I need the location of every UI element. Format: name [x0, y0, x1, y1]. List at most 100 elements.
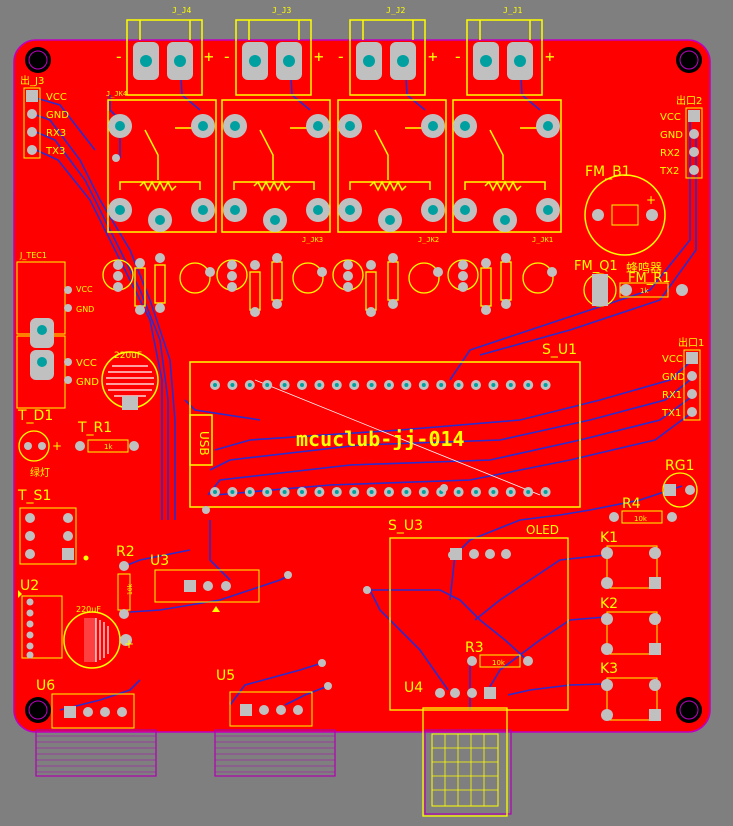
buzzer: + FM_B1: [584, 164, 666, 256]
mcu-pin-hole: [334, 383, 339, 387]
right-mid-pin-vcc: VCC: [662, 354, 683, 365]
label-lamp: 绿灯: [30, 466, 50, 479]
label-u2: U2: [20, 578, 39, 594]
mcu-pin-hole: [421, 490, 426, 494]
tec-connector: J_TEC1 VCC GND VCC GND: [16, 251, 99, 409]
label-u5: U5: [216, 668, 235, 684]
value-fm-r1: 1k: [640, 287, 649, 295]
left-pin-vcc: VCC: [46, 92, 67, 103]
mcu-pin-hole: [230, 490, 235, 494]
mcu-pin-hole: [247, 490, 252, 494]
mcu-pin-hole: [213, 383, 217, 387]
mcu-pin-hole: [317, 490, 322, 494]
right-top-pin-tx2: TX2: [659, 166, 679, 177]
tec-gnd-small: GND: [76, 305, 94, 314]
label-s-u1: S_U1: [542, 342, 577, 358]
mcu-pin-hole: [526, 383, 531, 387]
cap-c1-value: 220uF: [114, 351, 142, 361]
plus-j4: +: [204, 47, 214, 66]
board-outline: [13, 39, 711, 733]
resistor-r2: R2 10k: [116, 544, 135, 619]
mcu-pin-hole: [491, 490, 496, 494]
label-right-top-port: 出口2: [676, 94, 702, 107]
value-r2: 10k: [127, 583, 134, 595]
label-j1: J_J1: [503, 6, 522, 15]
left-port: 出_J3 VCC GND RX3 TX3: [20, 74, 69, 159]
mcu-pin-hole: [508, 383, 513, 387]
module-u6: U6: [36, 678, 135, 729]
sensor-rg1: RG1: [662, 458, 698, 508]
mcu-pin-hole: [491, 383, 496, 387]
label-j4: J_J4: [172, 6, 191, 15]
right-mid-pin-rx1: RX1: [662, 390, 682, 401]
label-relay-1: J_JK1: [532, 236, 553, 244]
left-pin-rx3: RX3: [46, 128, 66, 139]
left-pin-tx3: TX3: [45, 146, 65, 157]
keepout-areas: [35, 729, 512, 815]
cap-c2-value: 220uF: [76, 605, 101, 614]
label-k2: K2: [600, 596, 618, 612]
minus-j4: -: [114, 47, 124, 66]
mcu-pin-hole: [404, 490, 409, 494]
silk-diagonal: [254, 379, 541, 496]
svg-text:+: +: [124, 637, 134, 651]
label-j2: J_J2: [386, 6, 405, 15]
label-right-mid-port: 出口1: [678, 336, 704, 349]
mcu-pin-hole: [543, 490, 548, 494]
mounting-holes: [25, 47, 702, 723]
oled-module: S_U3 OLED: [388, 518, 569, 711]
plus-j1: +: [545, 47, 555, 66]
mcu-pin-hole: [387, 490, 391, 494]
svg-text:+: +: [646, 193, 656, 207]
vias: [112, 154, 456, 690]
minus-j3: -: [222, 47, 232, 66]
keys: K1 K2 K3: [600, 530, 661, 721]
buzzer-driver: FM_Q1 FM_R1 1k 蜂鸣器: [574, 259, 688, 307]
mcu-pin-hole: [317, 383, 322, 387]
keepout-hatching: [36, 735, 335, 773]
right-mid-pin-tx1: TX1: [661, 408, 681, 419]
value-r3: 10k: [492, 659, 506, 667]
label-k1: K1: [600, 530, 618, 546]
tec-vcc-small: VCC: [76, 285, 93, 294]
mcu-pin-hole: [213, 490, 217, 494]
resistor-r4: R4 10k: [609, 496, 677, 524]
board-title: mcuclub-jj-014: [296, 427, 465, 451]
mcu-pin-hole: [300, 383, 304, 387]
label-relay-2: J_JK2: [418, 236, 439, 244]
mcu-pin-hole: [282, 490, 287, 494]
led-section: + T_D1 绿灯 T_R1 1k: [17, 408, 139, 479]
right-mid-port: 出口1 VCC GND RX1 TX1: [661, 336, 704, 421]
mcu-pin-hole: [421, 383, 426, 387]
label-tec1: J_TEC1: [19, 251, 47, 260]
mcu-pin-hole: [334, 490, 339, 494]
label-fm-r1: FM_R1: [628, 271, 671, 286]
label-usb: USB: [197, 431, 211, 456]
traces: [35, 59, 697, 711]
minus-j1: -: [453, 47, 463, 66]
mcu-pin-hole: [369, 490, 374, 494]
relay-pads: [108, 114, 560, 232]
mcu-pins-top: [210, 380, 551, 390]
top-terminal-pads: [133, 42, 533, 80]
label-r2: R2: [116, 544, 135, 560]
mcu-board: USB S_U1: [189, 342, 581, 508]
relays: [107, 99, 562, 233]
mcu-pin-hole: [508, 490, 513, 494]
tec-vcc: VCC: [76, 358, 97, 369]
label-relay-jk: J_JK4: [106, 90, 127, 98]
left-pin-gnd: GND: [46, 110, 69, 121]
label-rg1: RG1: [665, 458, 694, 474]
top-terminal-labels: J_J4 J_J3 J_J2 J_J1 - + - + - + - +: [114, 6, 555, 66]
label-j3: J_J3: [272, 6, 291, 15]
mcu-pin-hole: [474, 383, 478, 387]
mcu-pin-hole: [526, 490, 531, 494]
plus-j2: +: [428, 47, 438, 66]
mcu-pin-hole: [300, 490, 304, 494]
sensor-u3: U3: [150, 553, 260, 612]
label-r3: R3: [465, 640, 484, 656]
mcu-pin-hole: [474, 490, 478, 494]
mcu-pin-hole: [369, 383, 374, 387]
mcu-pin-hole: [230, 383, 235, 387]
